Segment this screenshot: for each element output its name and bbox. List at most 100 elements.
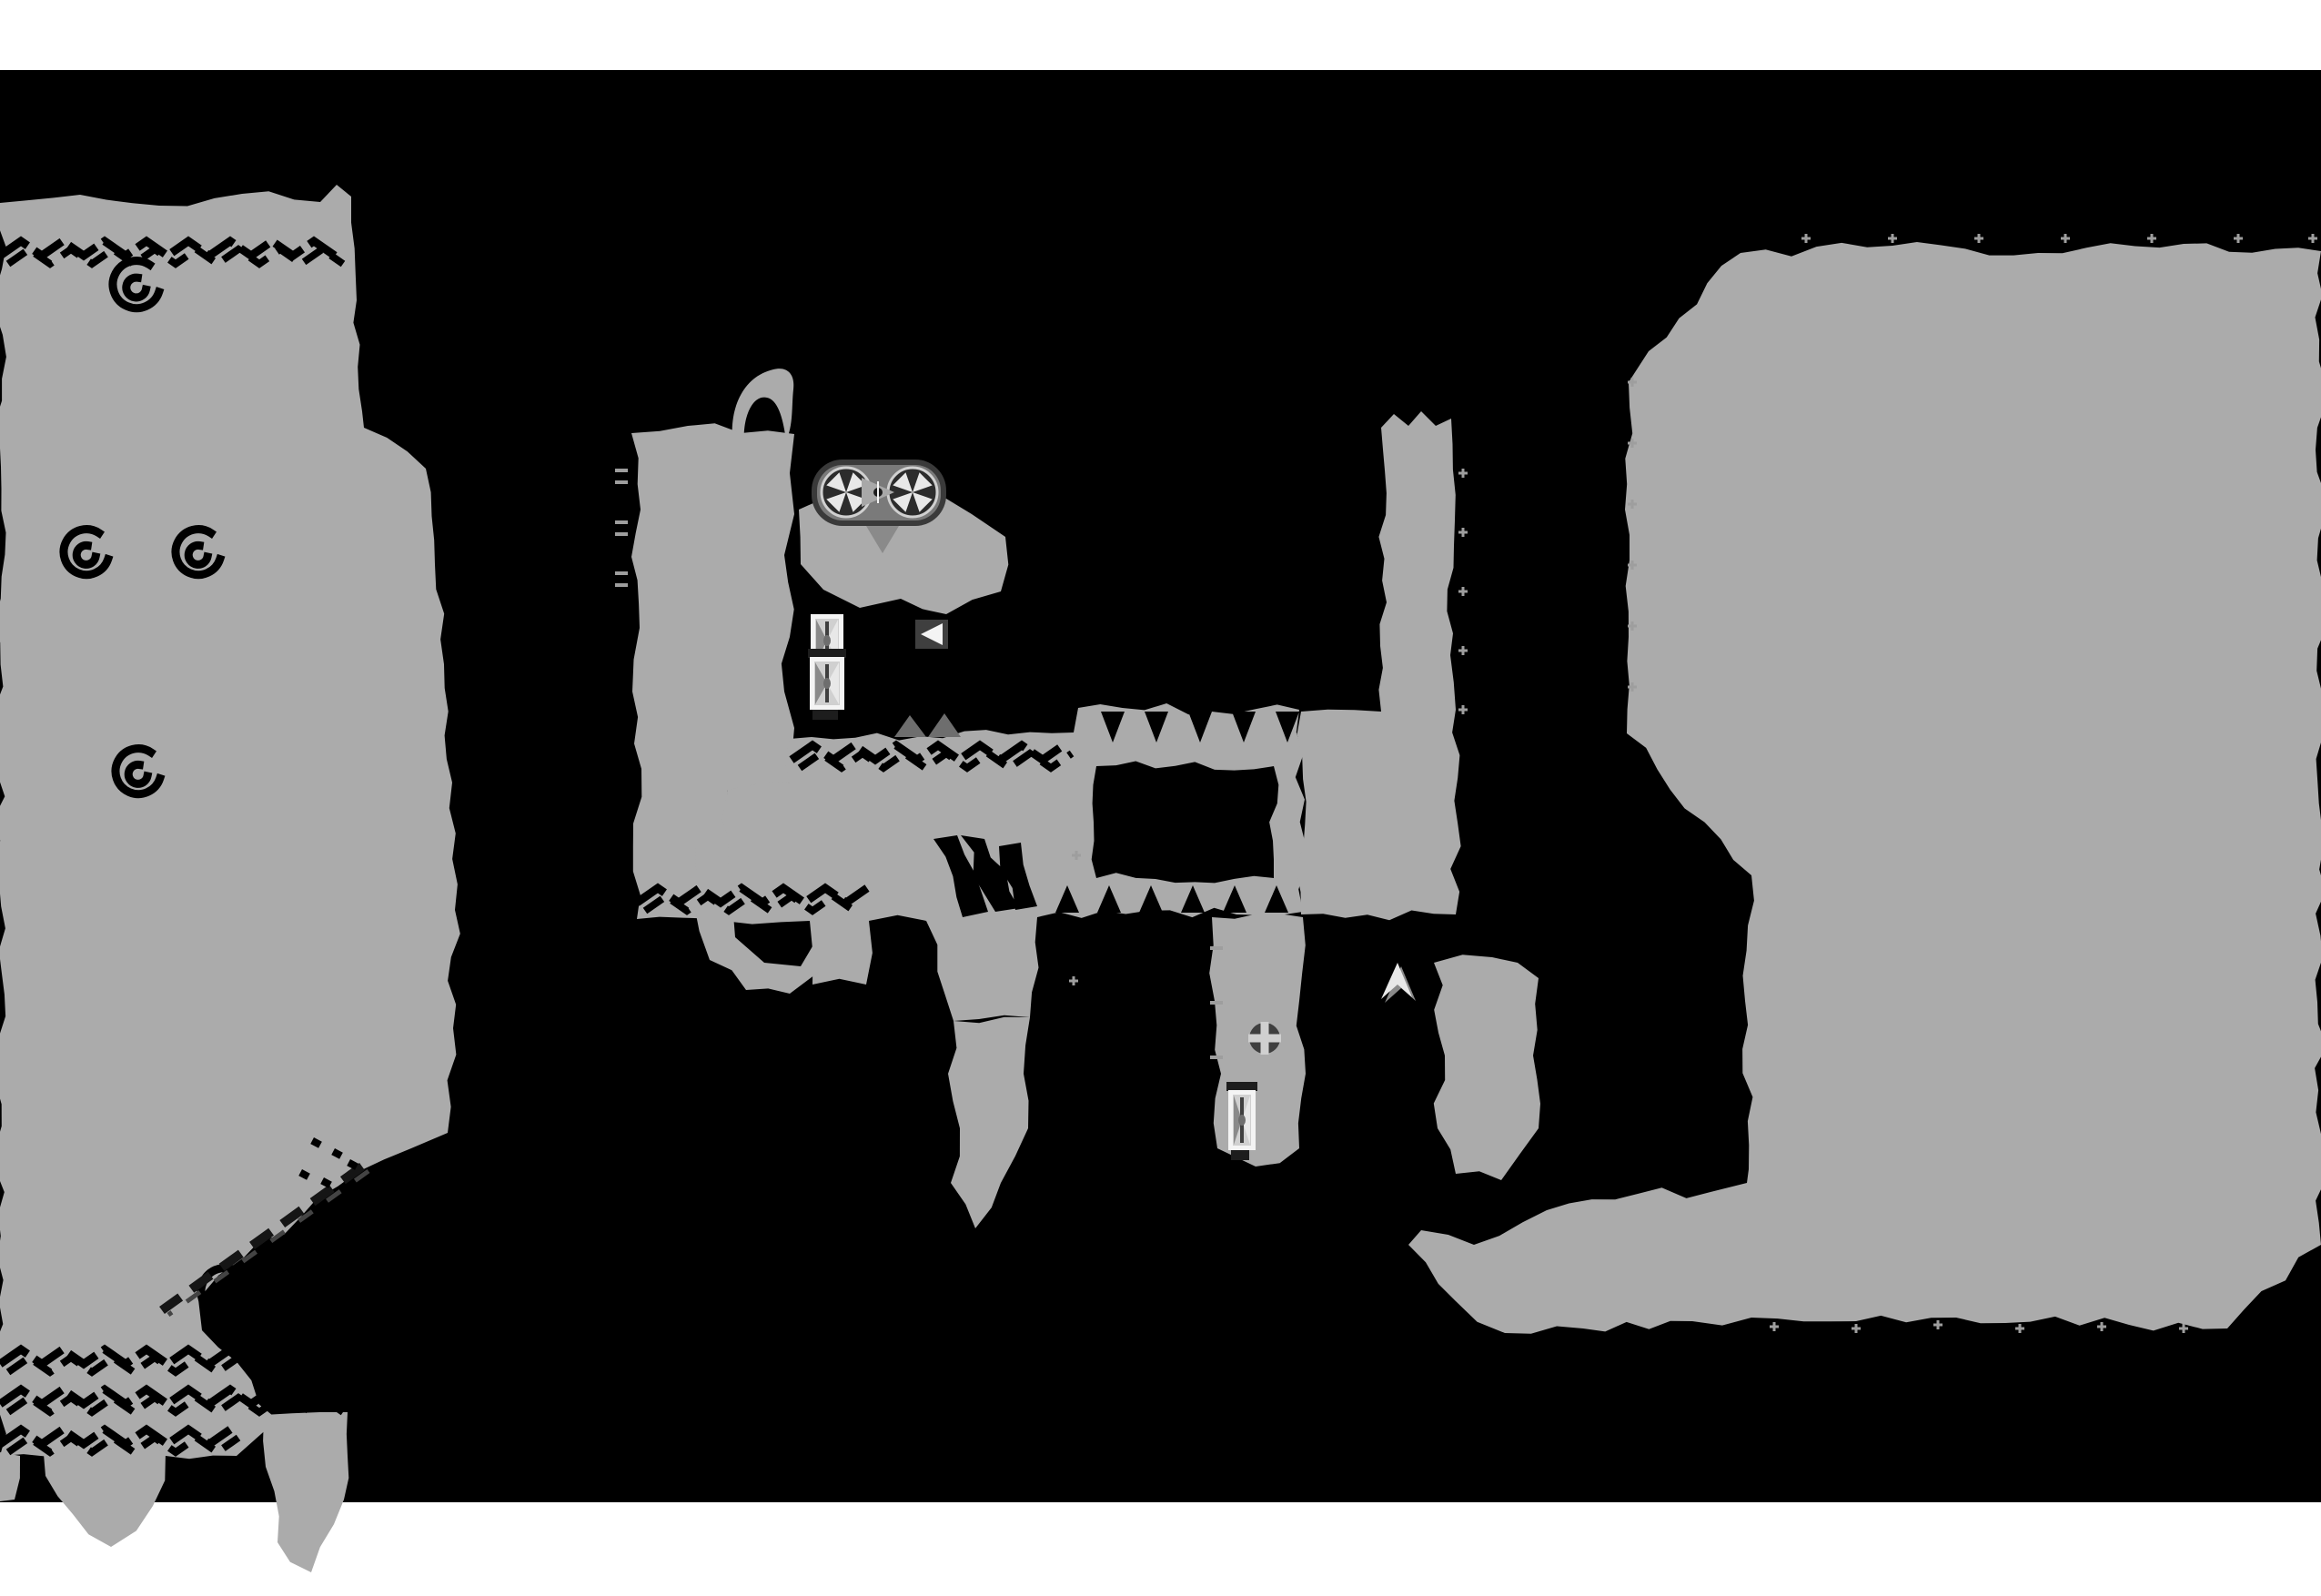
- island-south-surf-3: [0, 1424, 241, 1457]
- plus-tick: [1888, 234, 1897, 243]
- wall-bite: [1097, 885, 1121, 913]
- plus-tick: [2061, 234, 2070, 243]
- tick-v: [1461, 528, 1465, 537]
- dash-tick: [615, 520, 628, 524]
- dash-tick: [1210, 1056, 1223, 1059]
- fan-blade: [846, 472, 866, 492]
- tick-v: [2150, 234, 2154, 243]
- door-cap: [1226, 1082, 1257, 1091]
- swirl-doodad: [111, 744, 166, 799]
- door-shade-left: [815, 662, 827, 704]
- twin-fan-machine: [812, 460, 946, 553]
- station-hook-wing: [693, 810, 819, 994]
- tick-v: [1891, 234, 1894, 243]
- tick-v: [1804, 234, 1808, 243]
- plus-tick: [2308, 234, 2317, 243]
- surf-line: [797, 749, 1075, 773]
- dashed-trail: [159, 1162, 365, 1315]
- plus-tick: [1458, 469, 1468, 478]
- island-south-surf-1: [0, 1344, 262, 1377]
- fan-blade: [846, 492, 866, 512]
- plus-tick: [2147, 234, 2156, 243]
- plus-tick: [1072, 851, 1081, 860]
- plus-tick: [2097, 1322, 2106, 1331]
- tick-v: [1630, 621, 1634, 631]
- door-cap: [808, 649, 846, 658]
- tick-v: [1630, 500, 1634, 509]
- door-shade-right: [827, 662, 839, 704]
- dash-tick: [615, 480, 628, 484]
- tick-v: [1630, 561, 1634, 570]
- tick-v: [1075, 851, 1078, 860]
- tick-v: [1461, 587, 1465, 596]
- tick-v: [2311, 234, 2315, 243]
- room-x-cut-a: [933, 835, 988, 917]
- plus-tick: [1801, 234, 1811, 243]
- debris-speck: [310, 1136, 322, 1148]
- shadow-triangle: [894, 715, 926, 737]
- surf-line: [789, 740, 1066, 765]
- plus-tick: [1069, 976, 1078, 985]
- plus-tick: [1628, 621, 1637, 631]
- wall-bite: [1181, 885, 1205, 913]
- plus-tick: [1770, 1322, 1779, 1331]
- tick-v: [1630, 682, 1634, 692]
- swirl-doodad: [197, 1264, 253, 1320]
- machine-hub-needle: [877, 481, 879, 503]
- dash-tick: [615, 532, 628, 536]
- door-shaft: [1226, 1082, 1257, 1160]
- door-knob: [1238, 1115, 1246, 1126]
- valve-bar-h: [1248, 1034, 1281, 1043]
- top-letterbox-band: [0, 0, 2321, 70]
- ring-mark: [1370, 1119, 1403, 1152]
- plus-tick: [2179, 1324, 2188, 1333]
- door-south: [808, 649, 846, 720]
- island-tail-west: [44, 1447, 166, 1547]
- dash-tick: [1210, 946, 1223, 950]
- door-sill: [1231, 1150, 1249, 1160]
- tick-v: [1854, 1324, 1858, 1333]
- fan-blade: [826, 492, 846, 512]
- wall-bite: [1139, 885, 1163, 913]
- fan-blade: [913, 492, 933, 512]
- corridor-inner-void: [1091, 761, 1279, 884]
- dash-tick: [1210, 1001, 1223, 1005]
- wedge-plate: [915, 620, 948, 649]
- tick-v: [1461, 646, 1465, 655]
- surf-line: [5, 1393, 346, 1417]
- room-x-cut-c: [999, 843, 1037, 910]
- tick-v: [1977, 234, 1981, 243]
- plus-tick: [1628, 500, 1637, 509]
- fan-blade: [893, 492, 913, 512]
- tick-v: [2018, 1324, 2022, 1333]
- tick-v: [1461, 705, 1465, 714]
- fan-blade: [893, 472, 913, 492]
- fan-blade: [913, 472, 933, 492]
- wall-bite: [1145, 712, 1168, 742]
- tick-v: [2236, 234, 2240, 243]
- wall-bite: [1101, 712, 1125, 742]
- plus-tick: [1458, 528, 1468, 537]
- cross-valve: [1248, 1022, 1281, 1055]
- station-south-rooms: [948, 1016, 1030, 1228]
- door-shade-right: [1242, 1096, 1250, 1145]
- island-tail-east: [263, 1412, 349, 1572]
- plus-tick: [1458, 587, 1468, 596]
- dash-tick: [615, 469, 628, 472]
- left-island: [0, 185, 460, 1462]
- wall-bite: [1276, 712, 1299, 742]
- island-north-surf: [0, 236, 346, 268]
- tick-v: [2064, 234, 2067, 243]
- south-shaft-east-strip: [1433, 955, 1540, 1180]
- bottom-letterbox-band: [0, 1502, 2321, 1596]
- corridor-south-surf: [634, 883, 870, 915]
- wall-bite: [1232, 712, 1256, 742]
- plus-tick: [1628, 378, 1637, 387]
- tick-v: [2182, 1324, 2185, 1333]
- machine-shadow: [866, 526, 899, 553]
- surf-line: [642, 892, 857, 915]
- dash-tick: [615, 583, 628, 587]
- dashed-trail-shadow: [167, 1168, 370, 1318]
